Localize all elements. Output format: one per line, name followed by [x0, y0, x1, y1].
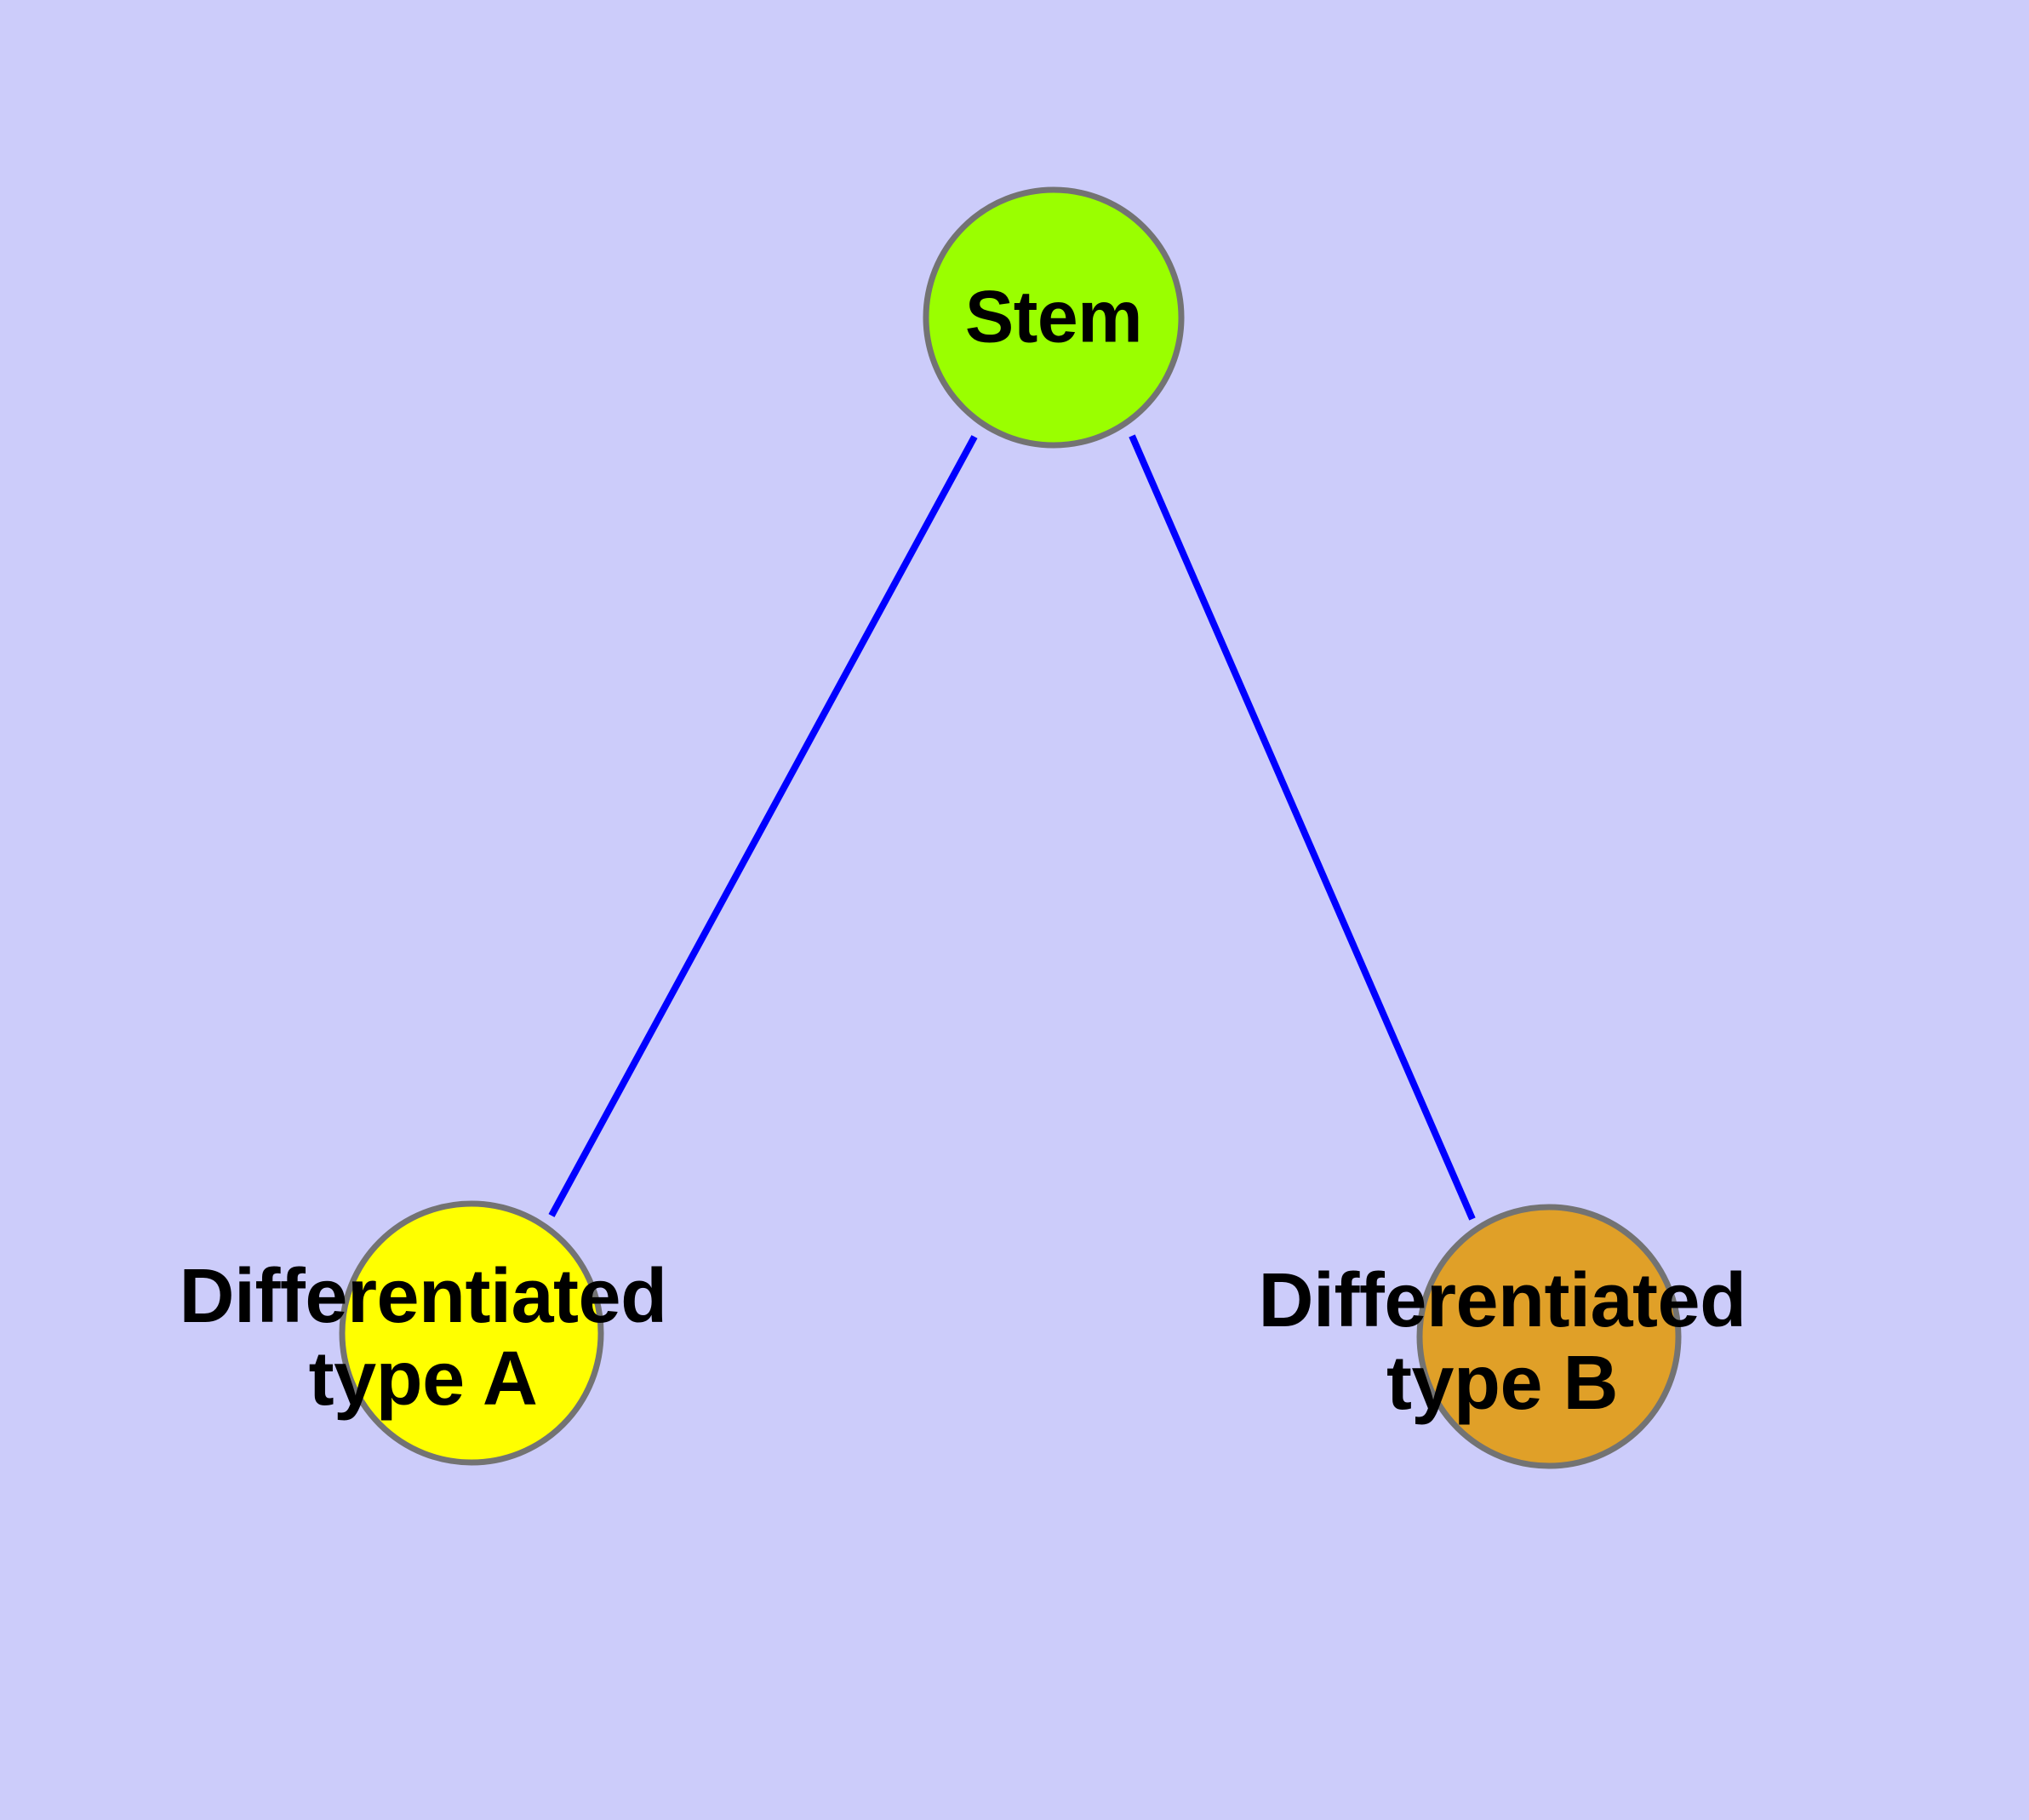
graph-node-stem[interactable]	[923, 186, 1185, 449]
graph-node-diff_b[interactable]	[1416, 1204, 1682, 1469]
nodes-layer	[339, 186, 1682, 1469]
graph-node-diff_a[interactable]	[339, 1200, 604, 1466]
graph-edge-stem-to-diff_b[interactable]	[1129, 434, 1476, 1221]
graph-edge-stem-to-diff_a[interactable]	[548, 435, 978, 1217]
edges-layer	[548, 434, 1476, 1221]
